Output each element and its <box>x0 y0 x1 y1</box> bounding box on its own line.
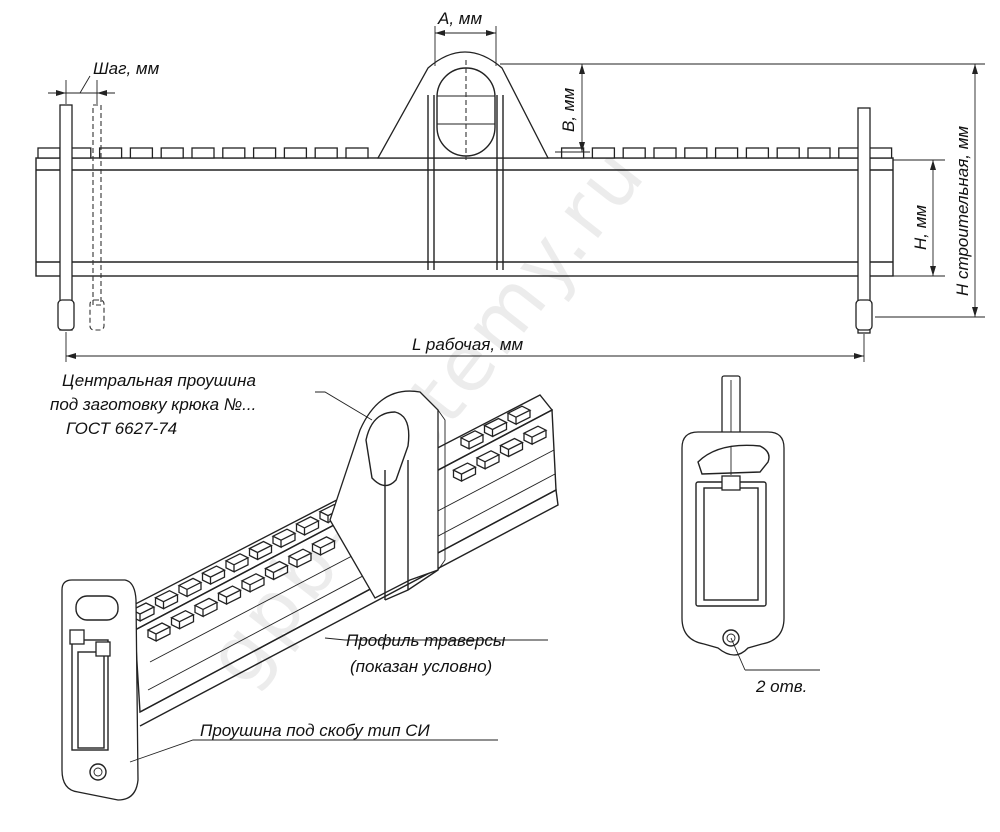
label-h-build: Н строительная, мм <box>953 126 972 296</box>
side-hole <box>722 629 740 647</box>
iso-tooth <box>193 597 219 618</box>
iso-tooth <box>295 516 320 536</box>
isometric-view <box>61 390 559 801</box>
iso-tooth <box>170 609 195 630</box>
label-central-eye-3: ГОСТ 6627-74 <box>66 419 177 438</box>
leader-lines <box>129 391 548 763</box>
label-si-eye: Проушина под скобу тип СИ <box>200 721 431 740</box>
label-holes: 2 отв. <box>755 677 807 696</box>
label-step: Шаг, мм <box>93 59 160 78</box>
dimensions <box>48 26 985 362</box>
iso-tooth <box>287 548 313 569</box>
beam-tooth <box>714 147 739 159</box>
beam-tooth <box>345 147 369 159</box>
beam-tooth <box>98 147 123 159</box>
label-b-dim: В, мм <box>559 88 578 132</box>
beam-tooth <box>591 147 616 159</box>
beam-tooth <box>222 147 246 159</box>
left-end-plate <box>59 104 73 331</box>
beam-tooth <box>129 147 154 159</box>
iso-teeth <box>130 405 548 643</box>
label-l-work: L рабочая, мм <box>412 335 523 354</box>
iso-tooth <box>248 540 273 561</box>
beam-body <box>35 157 894 277</box>
beam-tooth <box>560 147 585 159</box>
beam-tooth <box>868 147 893 159</box>
iso-end-plate <box>61 579 139 801</box>
iso-tooth <box>499 437 524 458</box>
iso-tooth <box>522 425 548 446</box>
iso-tooth <box>452 462 477 483</box>
beam-tooth <box>252 147 277 159</box>
beam-tooth <box>653 147 677 159</box>
front-view <box>35 51 894 334</box>
beam-tooth <box>191 147 215 159</box>
iso-tooth <box>201 565 226 586</box>
label-central-eye-2: под заготовку крюка №... <box>50 395 256 414</box>
iso-tooth <box>146 622 172 643</box>
beam-tooth <box>807 147 831 159</box>
beam-tooth <box>745 147 770 159</box>
side-view <box>681 375 820 671</box>
iso-tooth <box>459 430 485 450</box>
label-profile-1: Профиль траверсы <box>346 631 506 650</box>
beam-tooth <box>776 147 800 159</box>
iso-tooth <box>271 528 297 549</box>
iso-tooth <box>217 585 242 606</box>
label-h-dim: H, мм <box>911 205 930 250</box>
iso-tooth <box>264 560 289 581</box>
beam-tooth <box>684 147 708 159</box>
beam-tooth <box>314 147 338 159</box>
iso-tooth <box>475 450 501 470</box>
beam-tooth <box>622 147 646 159</box>
label-profile-2: (показан условно) <box>350 657 492 676</box>
iso-tooth <box>506 405 532 426</box>
central-eye-plate <box>376 51 550 159</box>
beam-tooth <box>160 147 184 159</box>
beam-teeth <box>37 147 893 159</box>
beam-tooth <box>283 147 308 159</box>
iso-tooth <box>240 573 266 593</box>
right-end-plate <box>857 107 871 334</box>
label-a-dim: А, мм <box>437 9 482 28</box>
label-central-eye-1: Центральная проушина <box>62 371 256 390</box>
side-end-plate <box>681 431 785 656</box>
iso-tooth <box>311 536 336 556</box>
iso-tooth <box>224 553 250 573</box>
iso-tooth <box>177 577 203 598</box>
iso-tooth <box>154 589 179 610</box>
beam-tooth <box>37 147 61 159</box>
iso-tooth <box>483 417 508 438</box>
